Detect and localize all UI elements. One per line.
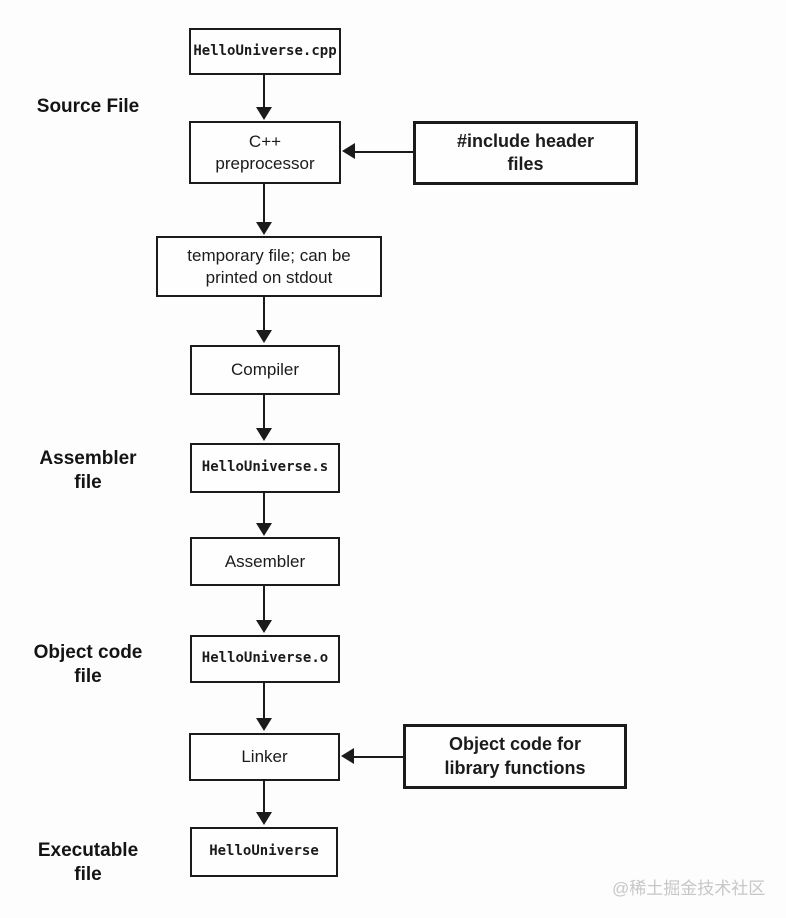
arrow-down-icon-compiler-to-assembly bbox=[256, 395, 272, 441]
stage-label-source-file: Source File bbox=[36, 96, 140, 117]
node-source-file-box: HelloUniverse.cpp bbox=[189, 28, 341, 75]
node-temp-file-box: temporary file; can be printed on stdout bbox=[156, 236, 382, 297]
arrow-left-icon-headers-to-preprocessor bbox=[342, 143, 413, 159]
arrow-down-icon-linker-to-executable bbox=[256, 781, 272, 825]
stage-label-executable-file: Executable file bbox=[37, 840, 139, 885]
node-object-file-box: HelloUniverse.o bbox=[190, 635, 340, 683]
node-assembly-file-box: HelloUniverse.s bbox=[190, 443, 340, 493]
node-include-headers-box: #include header files bbox=[413, 121, 638, 185]
stage-label-object-code-file: Object code file bbox=[33, 642, 143, 687]
node-assembler-box: Assembler bbox=[190, 537, 340, 586]
arrow-down-icon-temp-to-compiler bbox=[256, 297, 272, 343]
arrow-down-icon-assembler-to-object bbox=[256, 586, 272, 633]
node-compiler-box: Compiler bbox=[190, 345, 340, 395]
watermark: @稀土掘金技术社区 bbox=[612, 879, 766, 898]
stage-label-assembler-file: Assembler file bbox=[39, 448, 137, 493]
arrow-left-icon-libraries-to-linker bbox=[341, 748, 403, 764]
node-library-objects-box: Object code for library functions bbox=[403, 724, 627, 789]
node-linker-box: Linker bbox=[189, 733, 340, 781]
arrow-down-icon-object-to-linker bbox=[256, 683, 272, 731]
node-preprocessor-box: C++ preprocessor bbox=[189, 121, 341, 184]
arrow-down-icon-source-to-preprocessor bbox=[256, 75, 272, 120]
arrow-down-icon-assembly-to-assembler bbox=[256, 493, 272, 536]
node-executable-box: HelloUniverse bbox=[190, 827, 338, 877]
arrow-down-icon-preprocessor-to-temp bbox=[256, 184, 272, 235]
